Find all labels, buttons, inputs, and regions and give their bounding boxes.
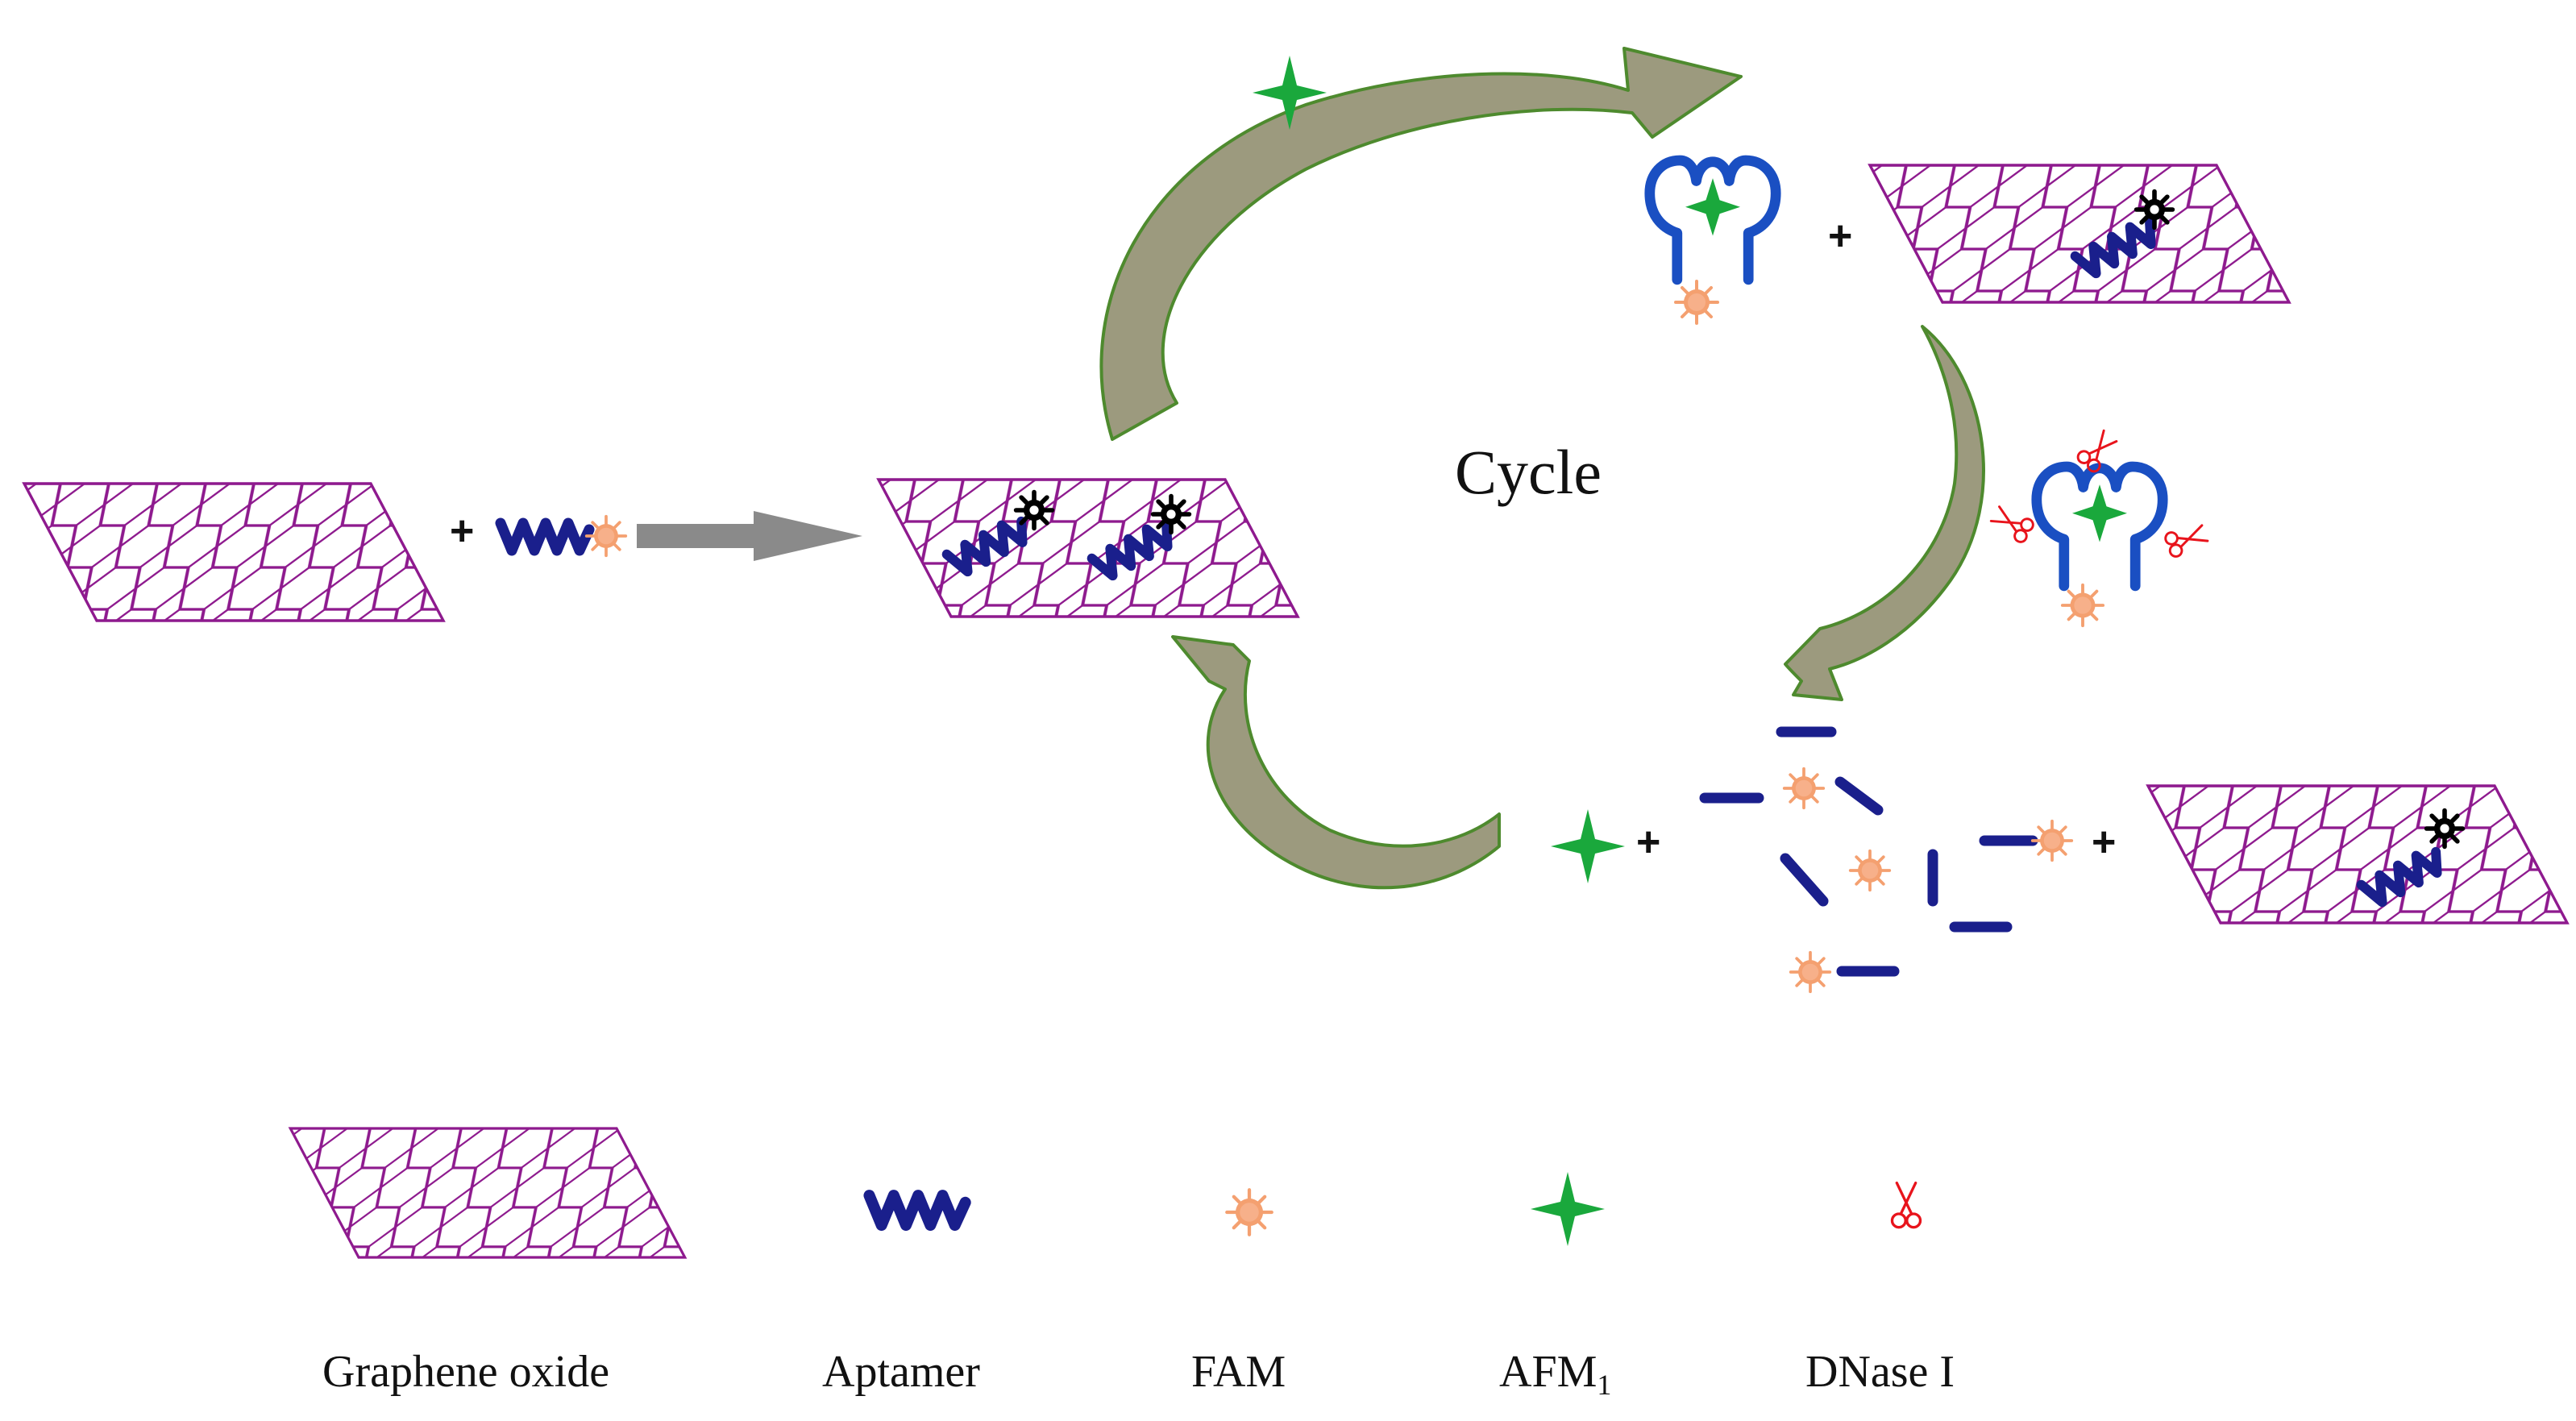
legend: Graphene oxide Aptamer FAM AFM1 DNase I	[289, 1127, 1955, 1401]
legend-label-afm1: AFM1	[1499, 1347, 1611, 1401]
fam-dye-icon	[2060, 583, 2105, 628]
quencher-icon	[2427, 811, 2463, 847]
dnase-scissors-icon	[2163, 520, 2211, 559]
aptamer-afm1-complex-icon	[2037, 467, 2163, 586]
graphene-sheet-icon	[1868, 164, 2291, 304]
cycle-arrow-top	[1099, 47, 1743, 441]
aptamer-coil-icon	[501, 523, 589, 551]
graphene-sheet-icon	[877, 478, 1299, 618]
fam-dye-icon	[584, 514, 628, 558]
afm1-star-icon	[1551, 809, 1625, 883]
dnase-scissors-icon	[1988, 501, 2037, 546]
legend-label-dnase: DNase I	[1805, 1347, 1955, 1397]
fam-dye-icon	[1848, 849, 1892, 892]
quencher-icon	[1153, 497, 1190, 533]
cycle-label: Cycle	[1455, 437, 1602, 507]
aptamer-afm1-complex-icon	[1650, 160, 1776, 280]
cleaved-aptamer-fragments	[1699, 726, 2038, 977]
plus-sign: +	[1636, 819, 1660, 866]
afm1-star-icon	[1531, 1172, 1605, 1246]
legend-label-afm1-text: AFM	[1499, 1347, 1597, 1397]
dnase-scissors-icon	[1890, 1181, 1922, 1229]
legend-label-fam: FAM	[1191, 1347, 1286, 1397]
plus-sign: +	[2092, 819, 2116, 866]
fam-dye-icon	[2030, 819, 2074, 862]
plus-sign: +	[450, 508, 474, 555]
cycle-arrow-bottom	[1171, 635, 1501, 890]
fam-dye-icon	[1782, 767, 1826, 810]
legend-label-graphene-oxide: Graphene oxide	[322, 1347, 609, 1397]
plus-sign: +	[1828, 213, 1852, 260]
graphene-sheet-icon	[23, 482, 445, 622]
graphene-sheet-icon	[289, 1127, 687, 1259]
graphene-sheet-icon	[2146, 784, 2569, 924]
fam-dye-icon	[1227, 1190, 1271, 1234]
cycle-arrow-right	[1784, 325, 1985, 701]
fam-dye-icon	[1674, 280, 1719, 325]
quencher-icon	[1016, 492, 1053, 529]
legend-label-afm1-subscript: 1	[1597, 1369, 1611, 1401]
legend-label-aptamer: Aptamer	[822, 1347, 980, 1397]
fam-dye-icon	[1789, 950, 1832, 994]
aptamer-coil-icon	[870, 1195, 966, 1225]
quencher-icon	[2137, 192, 2173, 228]
reaction-arrow	[637, 511, 862, 561]
